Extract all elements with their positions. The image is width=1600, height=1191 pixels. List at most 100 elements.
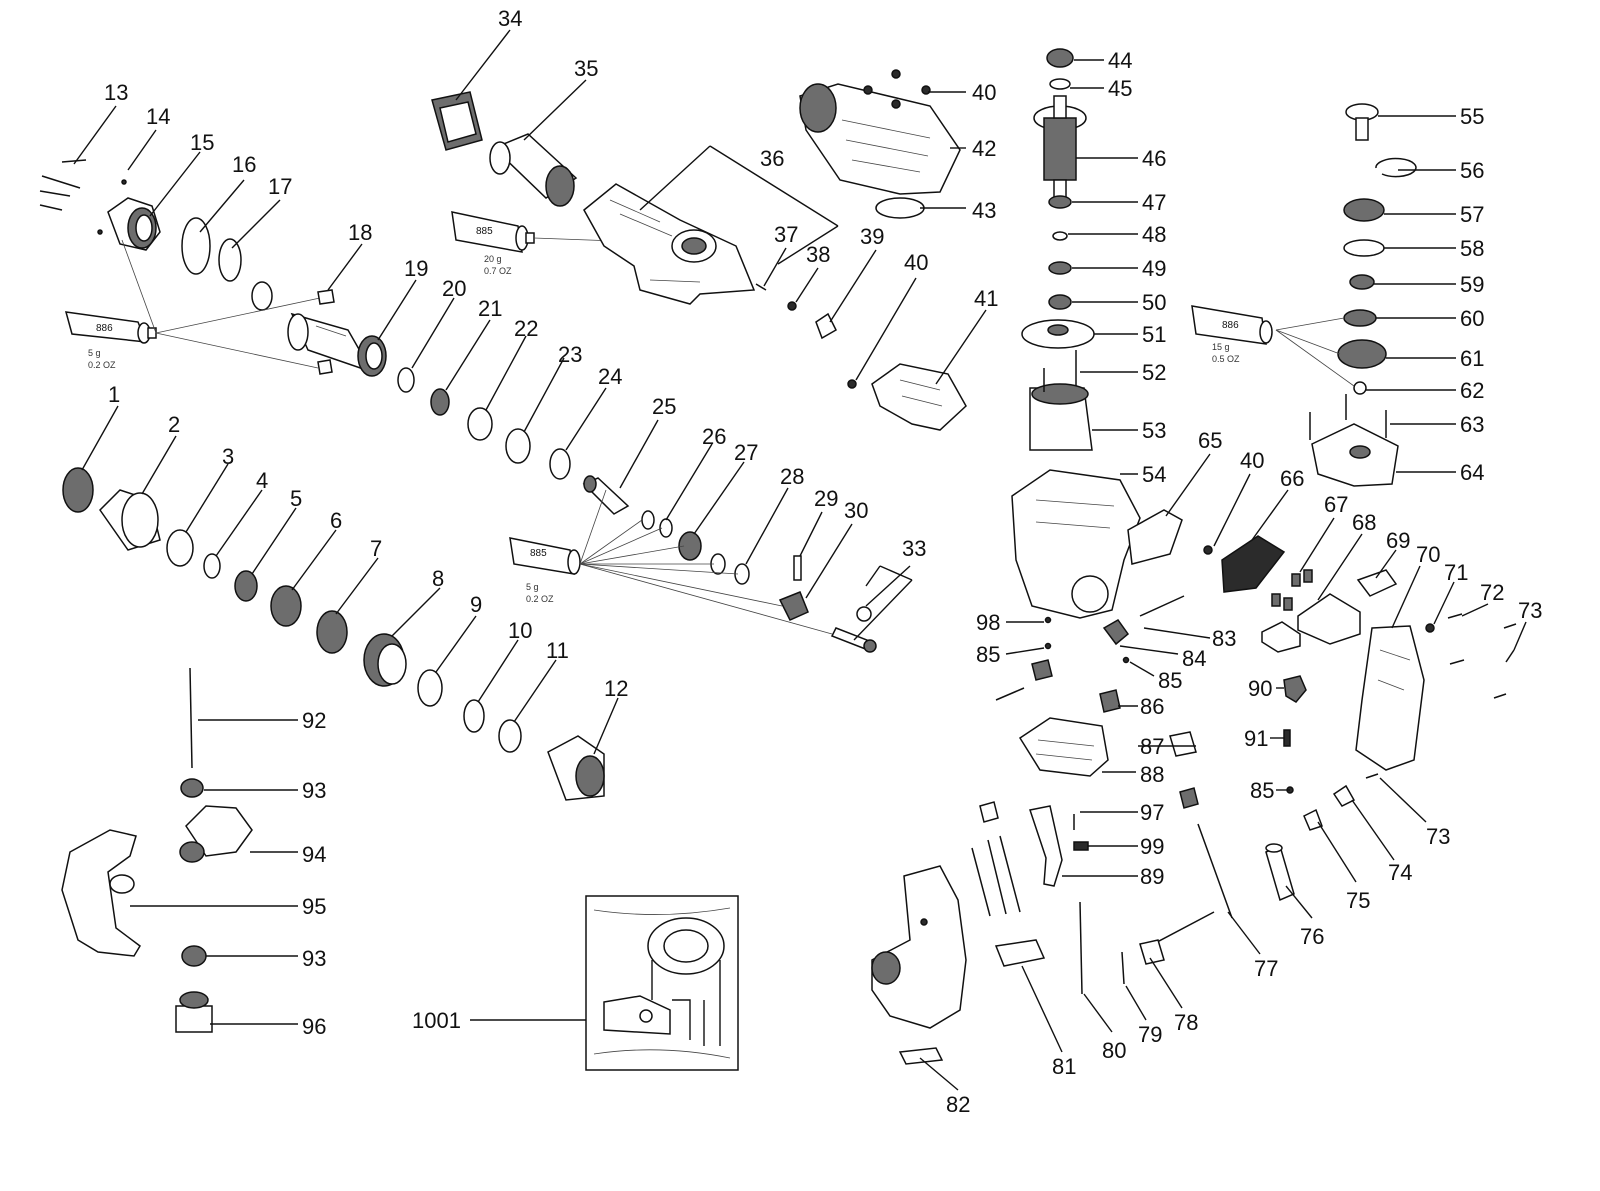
label-38: 38 <box>806 242 830 267</box>
label-16: 16 <box>232 152 256 177</box>
label-43: 43 <box>972 198 996 223</box>
label-88: 88 <box>1140 762 1164 787</box>
part-10-o-ring <box>463 699 485 733</box>
label-41: 41 <box>974 286 998 311</box>
tube-885-upper-grams: 20 g <box>484 254 502 264</box>
label-14: 14 <box>146 104 170 129</box>
label-97: 97 <box>1140 800 1164 825</box>
part-69-shield <box>1356 569 1398 597</box>
part-53-field-coil <box>1029 368 1093 451</box>
tube-885-lower-grams: 5 g <box>526 582 539 592</box>
label-95: 95 <box>302 894 326 919</box>
part-50-bearing <box>1048 294 1072 310</box>
label-40-top: 40 <box>972 80 996 105</box>
part-handle-grip-lower <box>871 865 967 1029</box>
grease-lines-886-left <box>121 239 321 369</box>
part-86-capacitor <box>1099 689 1121 713</box>
bracket-36-33 <box>639 145 913 641</box>
part-65-cover <box>1127 509 1183 565</box>
part-80-wire <box>1079 901 1083 995</box>
part-75-pin <box>1303 808 1323 831</box>
part-17-o-ring <box>218 238 242 282</box>
label-94: 94 <box>302 842 326 867</box>
part-68-switch-carrier <box>1297 593 1361 645</box>
part-85-screw-b <box>1122 656 1130 664</box>
part-55-gear-shaft <box>1345 103 1379 141</box>
part-3-ring <box>166 529 194 567</box>
part-40-screw-right <box>1203 545 1213 555</box>
label-26: 26 <box>702 424 726 449</box>
label-59: 59 <box>1460 272 1484 297</box>
label-37: 37 <box>774 222 798 247</box>
label-35: 35 <box>574 56 598 81</box>
part-58-o-ring <box>1343 239 1385 257</box>
label-61: 61 <box>1460 346 1484 371</box>
label-93-upper: 93 <box>302 778 326 803</box>
label-87: 87 <box>1140 734 1164 759</box>
grease-lines-885-lower <box>579 489 833 635</box>
part-42-motor-cover <box>799 83 961 195</box>
part-93-nut-upper <box>180 778 204 798</box>
part-54-motor-housing <box>1011 469 1141 619</box>
label-12: 12 <box>604 676 628 701</box>
part-22-ring <box>467 407 493 441</box>
part-88-lower-housing <box>1018 717 1109 777</box>
label-77: 77 <box>1254 956 1278 981</box>
label-49: 49 <box>1142 256 1166 281</box>
label-28: 28 <box>780 464 804 489</box>
part-77-cable <box>1197 823 1233 919</box>
wiring-diagram-1001 <box>585 895 739 1071</box>
label-21: 21 <box>478 296 502 321</box>
part-62-bushing <box>1353 381 1367 395</box>
label-64: 64 <box>1460 460 1484 485</box>
part-45-washer <box>1049 78 1071 90</box>
part-84c-cable <box>995 687 1025 701</box>
label-40-right: 40 <box>1240 448 1264 473</box>
label-33: 33 <box>902 536 926 561</box>
part-40-screws-top <box>863 69 931 109</box>
part-66-counterweight <box>1221 535 1286 593</box>
label-85-a: 85 <box>976 642 1000 667</box>
label-7: 7 <box>370 536 382 561</box>
part-40-screw-mid <box>847 379 857 389</box>
label-10: 10 <box>508 618 532 643</box>
grease-lines-886-right <box>1275 317 1355 387</box>
label-36: 36 <box>760 146 784 171</box>
part-51-fan-baffle <box>1021 319 1095 349</box>
label-27: 27 <box>734 440 758 465</box>
label-99: 99 <box>1140 834 1164 859</box>
label-3: 3 <box>222 444 234 469</box>
tube-886-left-code: 886 <box>96 323 113 334</box>
label-91: 91 <box>1244 726 1268 751</box>
label-60: 60 <box>1460 306 1484 331</box>
label-86: 86 <box>1140 694 1164 719</box>
part-87-electronics-module <box>1169 731 1197 757</box>
label-15: 15 <box>190 130 214 155</box>
label-6: 6 <box>330 508 342 533</box>
part-49-bearing <box>1048 261 1072 275</box>
part-4-o-ring <box>203 553 221 579</box>
part-60-bearing <box>1343 309 1377 327</box>
part-23-o-ring <box>505 428 531 464</box>
part-27-striker <box>678 531 702 561</box>
part-26-o-ring <box>641 510 655 530</box>
label-34: 34 <box>498 6 522 31</box>
label-52: 52 <box>1142 360 1166 385</box>
part-99-spring <box>1073 841 1089 851</box>
label-75: 75 <box>1346 888 1370 913</box>
label-83: 83 <box>1212 626 1236 651</box>
label-29: 29 <box>814 486 838 511</box>
label-72: 72 <box>1480 580 1504 605</box>
tube-886-left-oz: 0.2 OZ <box>88 360 116 370</box>
part-74-clamp <box>1332 784 1356 807</box>
label-84: 84 <box>1182 646 1206 671</box>
part-98-screw <box>1044 616 1052 624</box>
part-11-ring <box>498 719 522 753</box>
part-6-collar <box>270 585 302 627</box>
part-29-pin <box>793 555 802 581</box>
label-67: 67 <box>1324 492 1348 517</box>
part-83-brush <box>1139 595 1185 617</box>
label-50: 50 <box>1142 290 1166 315</box>
part-81-cable-set <box>971 835 1046 967</box>
label-70: 70 <box>1416 542 1440 567</box>
